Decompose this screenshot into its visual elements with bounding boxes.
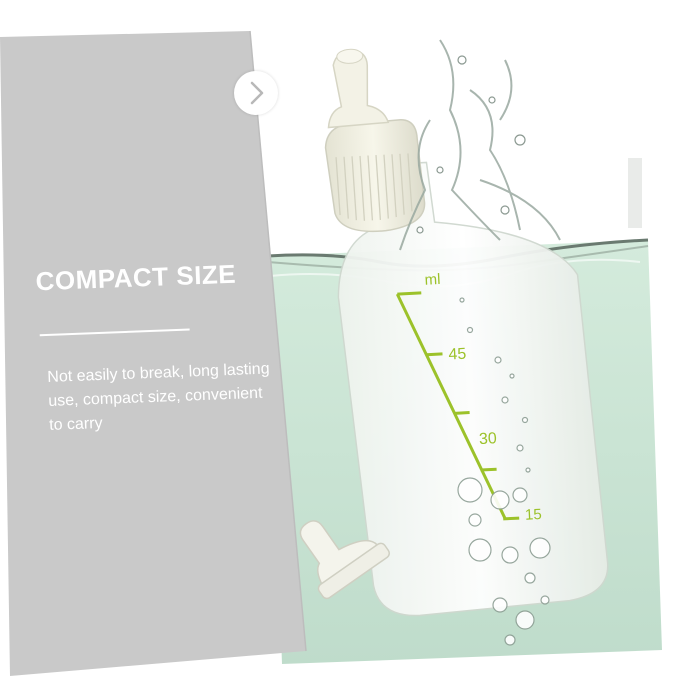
feeding-bottle: ml 45 30 15 <box>324 48 609 617</box>
chevron-right-icon <box>250 81 264 105</box>
water-splash <box>399 39 561 251</box>
scale-label-30: 30 <box>479 430 498 448</box>
scale-label-45: 45 <box>448 346 467 364</box>
next-slide-button[interactable] <box>234 71 278 115</box>
bottle-cap <box>324 119 426 233</box>
scale-label-ml: ml <box>424 271 441 289</box>
bubbles <box>457 297 551 646</box>
scale-label-15: 15 <box>525 506 543 524</box>
measurement-scale <box>395 291 520 521</box>
